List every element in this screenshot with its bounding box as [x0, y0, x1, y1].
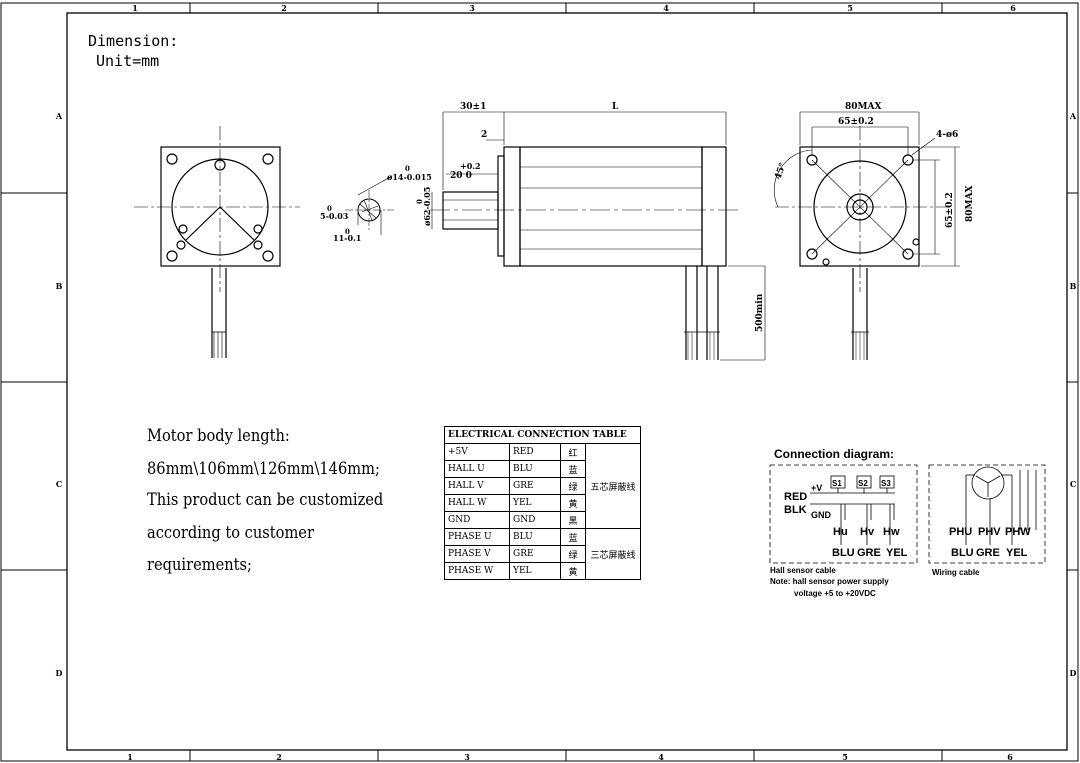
- row-label: B: [56, 281, 63, 291]
- dim-lead-length: 500min: [755, 293, 765, 332]
- row-label: B: [1070, 281, 1077, 291]
- note-line: 86mm\106mm\126mm\146mm;: [147, 459, 380, 479]
- plus-v-label: +V: [811, 483, 822, 493]
- col-label: 1: [132, 3, 138, 13]
- yel-label: YEL: [886, 547, 908, 559]
- col-label: 3: [469, 3, 475, 13]
- phv-label: PHV: [978, 526, 1001, 538]
- dim-flange-thickness: 2: [481, 130, 487, 140]
- dim-shaft-length: 30±1: [460, 102, 486, 112]
- gre-label: GRE: [857, 547, 881, 559]
- phw-label: PHW: [1005, 526, 1031, 538]
- dim-shaft-dia-zero: 0: [405, 164, 410, 173]
- dim-key-length: 20 0: [450, 171, 472, 181]
- blu-label: BLU: [832, 547, 855, 559]
- blu-phase-label: BLU: [951, 547, 974, 559]
- dim-pilot-zero: 0: [415, 199, 424, 204]
- front-view: [773, 111, 960, 360]
- row-label: A: [1069, 111, 1077, 121]
- s1-label: S1: [832, 479, 842, 488]
- dim-angle: 45°: [773, 162, 788, 181]
- zone-labels: 1 2 3 4 5 6 1 2 3 4 5 6 A B C D A B C D: [55, 3, 1077, 762]
- blk-wire-label: BLK: [784, 504, 807, 516]
- row-label: A: [55, 111, 63, 121]
- rear-view: [134, 126, 300, 358]
- dim-frame-max-vertical: 80MAX: [965, 186, 975, 222]
- dim-frame-max: 80MAX: [845, 102, 881, 112]
- note-line: This product can be customized: [147, 490, 384, 510]
- supply-note-2: voltage +5 to +20VDC: [794, 589, 876, 598]
- dim-holes: 4-ø6: [936, 130, 958, 140]
- col-label: 1: [127, 752, 133, 762]
- yel-phase-label: YEL: [1006, 547, 1028, 559]
- wiring-cable-label: Wiring cable: [932, 568, 980, 577]
- dim-key-height-zero: 0: [345, 227, 350, 236]
- col-label: 4: [663, 3, 669, 13]
- s2-label: S2: [858, 479, 868, 488]
- group-three-core: 三芯屏蔽线: [585, 528, 641, 580]
- col-label: 5: [842, 752, 848, 762]
- row-label: D: [1070, 668, 1077, 678]
- dim-key-height: 11-0.1: [333, 233, 361, 243]
- dim-shaft-diameter: ø14-0.015: [387, 172, 432, 182]
- col-label: 4: [658, 752, 664, 762]
- dim-pilot-diameter: ø62-0.05: [422, 187, 432, 226]
- phu-label: PHU: [949, 526, 972, 538]
- dim-body-length: L: [612, 102, 619, 112]
- hu-label: Hu: [833, 526, 848, 538]
- dim-hole-spacing-vertical: 65±0.2: [945, 192, 955, 228]
- dim-key-width-zero: 0: [327, 204, 332, 213]
- red-wire-label: RED: [784, 491, 807, 503]
- row-label: D: [56, 668, 63, 678]
- col-label: 5: [847, 3, 853, 13]
- row-label: C: [56, 479, 62, 489]
- hv-label: Hv: [860, 526, 875, 538]
- dimension-labels: 30±1 L 2 +0.2 20 0 0 ø14-0.015 0 5-0.03 …: [320, 102, 975, 332]
- dim-key-tolerance: +0.2: [460, 161, 481, 171]
- hall-cable-label: Hall sensor cable: [770, 566, 836, 575]
- side-view: [430, 111, 766, 361]
- gnd-label: GND: [811, 510, 832, 520]
- col-label: 2: [276, 752, 282, 762]
- col-label: 6: [1007, 752, 1013, 762]
- note-line: Motor body length:: [147, 426, 290, 446]
- col-label: 2: [281, 3, 287, 13]
- note-line: according to customer: [147, 523, 314, 543]
- dimension-title: Dimension:: [88, 32, 179, 50]
- dimension-unit: Unit=mm: [96, 52, 160, 70]
- shaft-section: [345, 175, 394, 235]
- connection-title: Connection diagram:: [774, 447, 894, 461]
- col-label: 3: [464, 752, 470, 762]
- table-title: ELECTRICAL CONNECTION TABLE: [444, 426, 641, 444]
- group-five-core: 五芯屏蔽线: [585, 443, 641, 529]
- supply-note-1: Note: hall sensor power supply: [770, 577, 889, 586]
- hw-label: Hw: [883, 526, 900, 538]
- connection-diagram: Connection diagram: +V RED BLK GND S1 S2…: [769, 447, 1046, 598]
- gre-phase-label: GRE: [976, 547, 1000, 559]
- s3-label: S3: [881, 479, 891, 488]
- dim-hole-spacing: 65±0.2: [838, 117, 874, 127]
- note-line: requirements;: [147, 555, 252, 575]
- row-label: C: [1070, 479, 1076, 489]
- dim-key-width: 5-0.03: [320, 211, 349, 221]
- col-label: 6: [1010, 3, 1016, 13]
